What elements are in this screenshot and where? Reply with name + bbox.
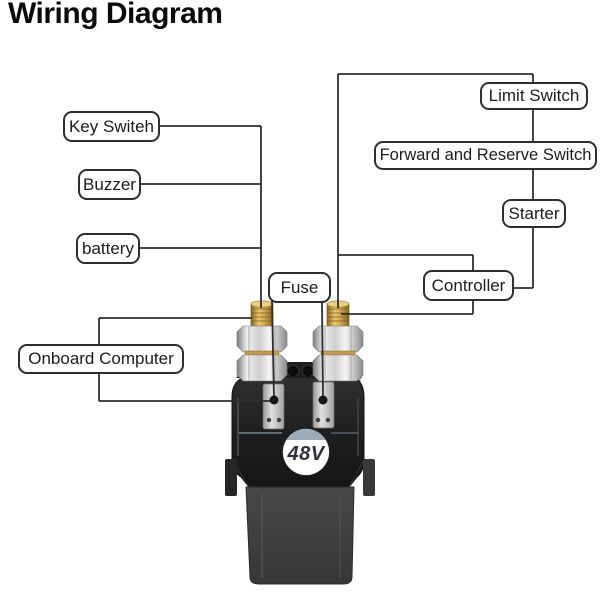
voltage-label: 48V [286, 443, 325, 465]
label-box-limit-switch: Limit Switch [480, 82, 588, 110]
label-box-starter: Starter [502, 199, 566, 228]
wire-junction-dot-right [318, 395, 328, 405]
label-box-buzzer: Buzzer [78, 169, 141, 200]
label-box-key-switch: Key Switeh [63, 111, 160, 142]
wire-junction-dot-left [269, 395, 279, 405]
wire-fuse-right-leg [321, 300, 324, 400]
label-box-onboard-computer: Onboard Computer [18, 344, 184, 374]
relay-device-photo: 48V [225, 300, 375, 585]
device-lower-body [245, 486, 355, 585]
mount-ear-right [363, 459, 375, 496]
cap-chamfer-line [348, 459, 365, 488]
label-box-battery: battery [76, 233, 140, 264]
wire-fuse-left-leg [271, 300, 275, 400]
top-screw-icon [286, 364, 300, 378]
label-box-fuse: Fuse [268, 272, 331, 303]
label-box-forward-reverse-switch: Forward and Reserve Switch [374, 141, 597, 170]
mount-ear-left [225, 459, 237, 496]
page-title: Wiring Diagram [8, 0, 223, 30]
label-box-controller: Controller [423, 270, 514, 301]
top-screw-icon [301, 364, 315, 378]
stud-terminal-left [236, 300, 288, 382]
stud-terminal-right [312, 300, 364, 382]
voltage-badge: 48V [282, 428, 330, 476]
